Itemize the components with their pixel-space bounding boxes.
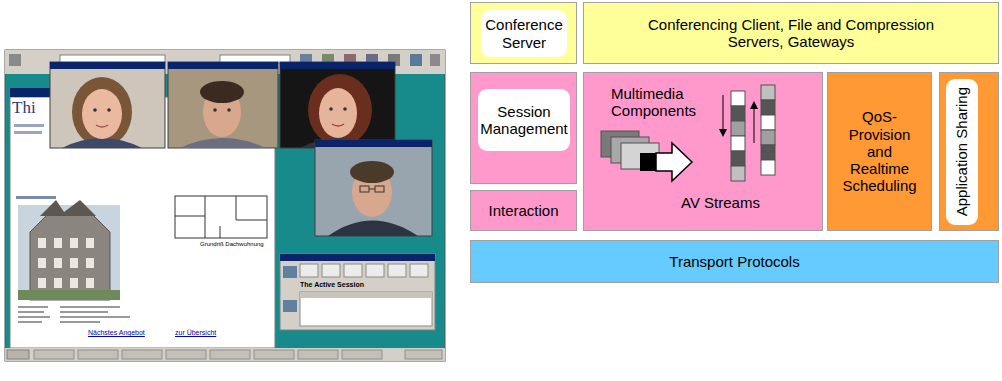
label-plate: Session Management [478,89,570,151]
label-slot: Nächstes Angebot [88,329,145,337]
interaction-box: Interaction [470,190,577,231]
multimedia-box: Multimedia Components AV Streams [583,72,823,231]
sharing-box: Application Sharing [939,72,999,231]
label-plate: Application Sharing [946,79,978,225]
screen-text: Nächstes Angebot [88,329,145,337]
box-label: Conference Server [483,16,565,51]
screen-text: zur Übersicht [175,329,216,337]
box-label: Application Sharing [953,87,970,216]
screen-text: The Active Session [300,281,364,289]
screen-text: Grundriß Dachwohnung [200,241,264,248]
stream-label: AV Streams [681,194,811,211]
label-slot: Grundriß Dachwohnung [200,241,264,248]
label-slot: zur Übersicht [175,329,216,337]
box-label: QoS- Provision and Realtime Scheduling [840,108,920,194]
component-label: Multimedia Components [611,85,721,120]
box-label: Interaction [488,202,558,219]
client-box: Conferencing Client, File and Compressio… [583,2,999,64]
screen-text: Thi [12,99,36,118]
server-box: Conference Server [470,2,577,64]
transport-box: Transport Protocols [470,240,999,283]
session-box: Session Management [470,72,577,184]
box-label: Session Management [480,103,568,138]
label-slot: The Active Session [300,281,364,289]
label-slot: Thi [12,99,36,118]
label-plate: Conference Server [481,10,567,57]
box-label: Transport Protocols [669,253,799,270]
qos-box: QoS- Provision and Realtime Scheduling [827,72,932,231]
box-label: Conferencing Client, File and Compressio… [626,16,956,51]
